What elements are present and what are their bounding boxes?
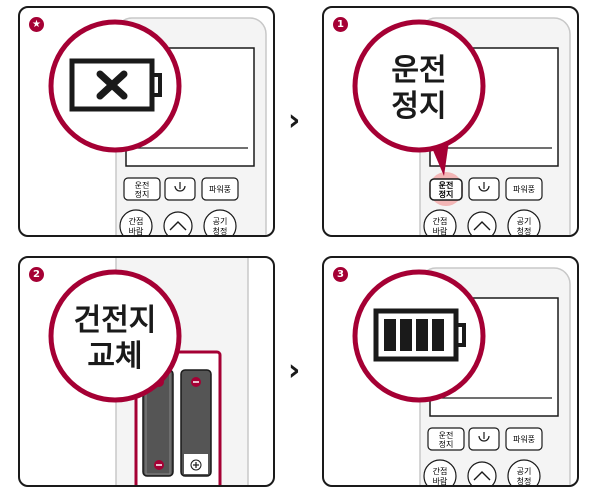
panel-low-battery: ★ 운전 정지 파워풍 간접 바람 공기 청정 xyxy=(18,6,275,237)
fan-button-label: 파워풍 xyxy=(209,185,231,194)
power-button[interactable] xyxy=(429,178,463,201)
clean-button-label-2: 청정 xyxy=(517,226,532,236)
callout-text-2: 교체 xyxy=(87,339,142,374)
battery-full-icon xyxy=(373,308,466,362)
chevron-up-icon xyxy=(473,471,491,481)
fan-button-label: 파워풍 xyxy=(513,435,535,444)
chevron-up-icon xyxy=(169,221,187,231)
arrow-right-1: › xyxy=(288,103,301,138)
wind-button-label-2: 바람 xyxy=(129,226,144,236)
clean-button-label-2: 청정 xyxy=(517,476,532,486)
panel-step-2: 2 건전지 교체 xyxy=(18,256,275,487)
fan-button-label: 파워풍 xyxy=(513,185,535,194)
clean-button-label-1: 공기 xyxy=(517,217,532,226)
power-button-label-1: 운전 xyxy=(135,180,150,190)
step-badge-2: 2 xyxy=(29,267,44,282)
callout-circle xyxy=(352,19,486,153)
wind-button-label-1: 간접 xyxy=(129,216,144,226)
clean-button[interactable] xyxy=(507,459,541,487)
arrow-right-2: › xyxy=(288,353,301,388)
up-button[interactable] xyxy=(467,461,497,487)
chevron-up-icon xyxy=(473,221,491,231)
step-badge-3: 3 xyxy=(333,267,348,282)
power-symbol-icon xyxy=(478,432,490,442)
wind-button[interactable] xyxy=(119,209,153,237)
fan-button[interactable] xyxy=(505,427,543,451)
power-button[interactable] xyxy=(427,427,465,451)
remote-illustration: 운전 정지 파워풍 간접 바람 공기 청정 운전 정지 xyxy=(352,17,571,237)
power-button-label-2: 정지 xyxy=(439,189,454,199)
power-button-label-1: 운전 xyxy=(439,180,454,190)
remote-illustration: 운전 정지 파워풍 간접 바람 공기 청정 xyxy=(48,17,267,237)
callout-text-1: 건전지 xyxy=(74,303,157,338)
wind-button-label-1: 간접 xyxy=(433,216,448,226)
panel-step-1: 1 운전 정지 파워풍 간접 바람 공기 청정 운전 정지 xyxy=(322,6,579,237)
callout-text-1: 운전 xyxy=(391,53,446,88)
power-button-label-2: 정지 xyxy=(439,439,454,449)
up-button[interactable] xyxy=(163,211,193,237)
power-button-label-1: 운전 xyxy=(439,430,454,440)
wind-button-label-2: 바람 xyxy=(433,226,448,236)
clean-button-label-1: 공기 xyxy=(517,467,532,476)
clean-button-label-1: 공기 xyxy=(213,217,228,226)
wind-button-label-2: 바람 xyxy=(433,476,448,486)
wind-button[interactable] xyxy=(423,459,457,487)
power-button[interactable] xyxy=(123,177,161,201)
fan-button[interactable] xyxy=(201,177,239,201)
fan-button[interactable] xyxy=(505,177,543,201)
step-badge-1: 1 xyxy=(333,17,348,32)
up-button[interactable] xyxy=(467,211,497,237)
clean-button[interactable] xyxy=(203,209,237,237)
clean-button-label-2: 청정 xyxy=(213,226,228,236)
step-badge-star: ★ xyxy=(29,17,44,32)
remote-illustration: 운전 정지 파워풍 간접 바람 공기 청정 xyxy=(352,267,571,487)
wind-button[interactable] xyxy=(423,209,457,237)
callout-circle xyxy=(48,269,182,403)
callout-text-2: 정지 xyxy=(391,89,446,124)
power-symbol-icon xyxy=(478,182,490,192)
panel-step-3: 3 운전 정지 파워풍 간접 바람 공기 청정 xyxy=(322,256,579,487)
battery-x-icon xyxy=(69,58,162,112)
clean-button[interactable] xyxy=(507,209,541,237)
power-button-label-2: 정지 xyxy=(135,189,150,199)
power-symbol-icon xyxy=(174,182,186,192)
battery-compartment-illustration: 건전지 교체 xyxy=(48,258,249,485)
wind-button-label-1: 간접 xyxy=(433,466,448,476)
